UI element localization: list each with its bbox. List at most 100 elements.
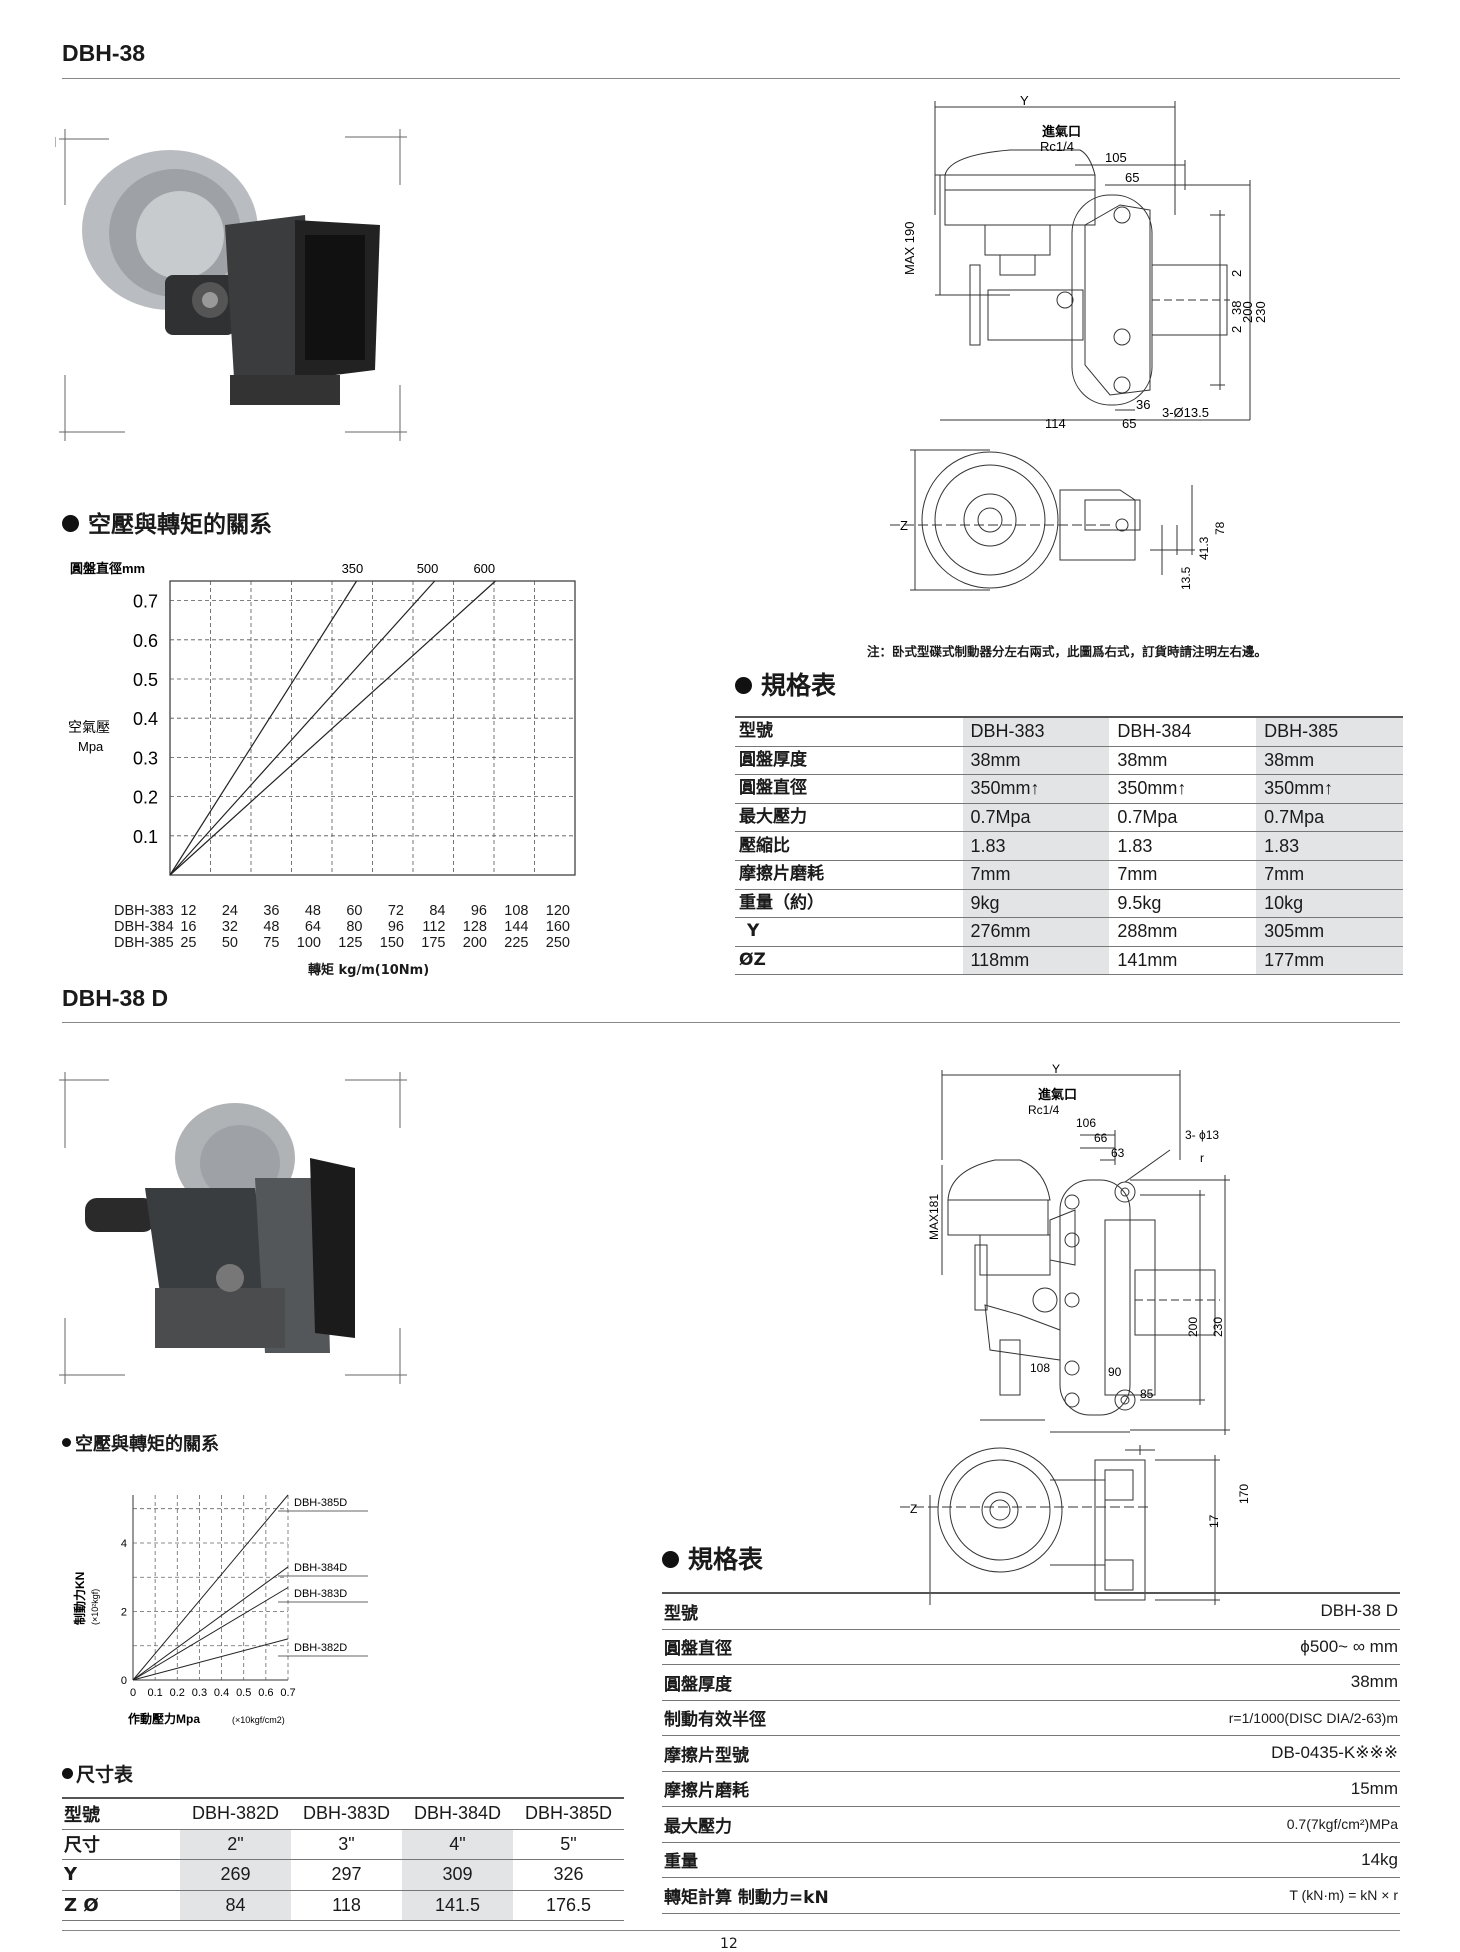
dim-108: 108 bbox=[1030, 1361, 1050, 1375]
section-divider bbox=[62, 78, 1400, 79]
chart2-series-label-DBH-382D: DBH-382D bbox=[294, 1642, 347, 1654]
chart1-xrow-name: DBH-384 bbox=[114, 919, 174, 935]
spec1-cell: DBH-385 bbox=[1256, 715, 1403, 747]
chart1-xtick: 84 bbox=[429, 903, 446, 919]
dim-66: 66 bbox=[1094, 1131, 1108, 1145]
dim-200-2: 200 bbox=[1186, 1317, 1200, 1337]
dim-63: 63 bbox=[1111, 1146, 1125, 1160]
spec2-label: 制動有效半徑 bbox=[662, 1700, 1027, 1736]
chart1-top-label: 圓盤直徑mm bbox=[70, 561, 145, 576]
dim-200: 200 bbox=[1240, 301, 1255, 323]
chart1-ytick: 0.2 bbox=[133, 788, 158, 808]
chart1-series-label-350: 350 bbox=[342, 561, 364, 576]
spec1-cell: 0.7Mpa bbox=[962, 803, 1110, 833]
dim-cell: DBH-383D bbox=[291, 1797, 402, 1830]
chart1-xtick: 32 bbox=[221, 919, 238, 935]
dim-65: 65 bbox=[1125, 170, 1139, 185]
dim-38: 38 bbox=[1229, 301, 1244, 315]
dim-cell: DBH-382D bbox=[180, 1797, 291, 1830]
dim-2b: 2 bbox=[1229, 326, 1244, 333]
technical-drawing-dbh38d: Y 進氣口 Rc1/4 106 66 63 3- ϕ13 r MAX181 20… bbox=[900, 1062, 1251, 1605]
spec1-label: 重量（約） bbox=[735, 889, 963, 919]
spec1-cell: 7mm bbox=[1256, 860, 1403, 890]
chart1-xtick: 50 bbox=[221, 935, 238, 951]
dim-cell: 84 bbox=[180, 1890, 291, 1921]
spec1-label: 圓盤直徑 bbox=[735, 774, 963, 804]
spec1-cell: 118mm bbox=[962, 946, 1110, 976]
spec1-cell: 7mm bbox=[962, 860, 1110, 890]
spec1-cell: 288mm bbox=[1109, 917, 1257, 947]
dim-cell: 4" bbox=[402, 1829, 513, 1860]
chart2-line-DBH-382D bbox=[132, 1638, 289, 1681]
dim-230-2: 230 bbox=[1211, 1317, 1225, 1337]
chart2-ylabel: 制動力KN bbox=[72, 1572, 87, 1625]
spec2-label: 轉矩計算 制動力=kN bbox=[662, 1877, 1027, 1914]
dim-2a: 2 bbox=[1229, 270, 1244, 277]
dim-170: 170 bbox=[1237, 1484, 1251, 1504]
bullet-icon bbox=[735, 676, 752, 694]
chart1-xlabel: 轉矩 kg/m(10Nm) bbox=[308, 963, 430, 978]
spec1-label: 最大壓力 bbox=[735, 803, 963, 833]
spec2-value: r=1/1000(DISC DIA/2-63)m bbox=[1026, 1700, 1400, 1736]
chart1-xtick: 112 bbox=[422, 919, 446, 935]
dim-max190: MAX 190 bbox=[902, 222, 917, 275]
spec-heading-2: 規格表 bbox=[662, 1540, 763, 1576]
chart2-series-label-DBH-384D: DBH-384D bbox=[294, 1562, 347, 1574]
chart1-ylabel-unit: Mpa bbox=[78, 739, 104, 754]
spec2-value: DB-0435-K※※※ bbox=[1026, 1735, 1400, 1772]
spec1-cell: 38mm bbox=[962, 746, 1110, 776]
chart1-xtick: 48 bbox=[263, 919, 280, 935]
chart1-ylabel-main: 空氣壓 bbox=[68, 719, 110, 735]
spec2-value: 14kg bbox=[1026, 1842, 1400, 1878]
dim-label: Y bbox=[62, 1859, 180, 1891]
chart1-xtick: 150 bbox=[379, 935, 404, 951]
spec1-cell: 1.83 bbox=[962, 831, 1110, 861]
chart-heading-2: 空壓與轉矩的關系 bbox=[62, 1430, 219, 1456]
page-number: 12 bbox=[720, 1936, 738, 1952]
chart1-line-600 bbox=[169, 580, 496, 876]
spec2-value: DBH-38 D bbox=[1026, 1592, 1400, 1630]
dim-41-3: 41.3 bbox=[1197, 536, 1211, 560]
chart1-ytick: 0.3 bbox=[133, 748, 158, 768]
chart2-ytick: 0 bbox=[121, 1675, 127, 1687]
technical-drawing-dbh38: Y 進氣口 Rc1/4 105 65 MAX 190 2 38 200 230 … bbox=[890, 95, 1268, 591]
spec2-label: 型號 bbox=[662, 1592, 1027, 1630]
chart1-xrow-name: DBH-383 bbox=[114, 903, 174, 919]
dim-cell: 2" bbox=[180, 1829, 291, 1860]
chart2-ylabel-unit: (×10²kgf) bbox=[90, 1589, 100, 1625]
chart2-xtick: 0.4 bbox=[214, 1687, 229, 1699]
spec2-label: 圓盤厚度 bbox=[662, 1664, 1027, 1701]
chart1-xtick: 144 bbox=[504, 919, 529, 935]
spec2-label: 重量 bbox=[662, 1842, 1027, 1878]
inlet-label: 進氣口 bbox=[1042, 124, 1081, 139]
spec1-cell: 0.7Mpa bbox=[1109, 803, 1257, 833]
chart2-xtick: 0 bbox=[130, 1687, 136, 1699]
chart1-xtick: 225 bbox=[504, 935, 529, 951]
spec1-cell: 9.5kg bbox=[1109, 889, 1257, 919]
spec1-cell: 38mm bbox=[1256, 746, 1403, 776]
section-title-dbh38d: DBH-38 D bbox=[62, 985, 169, 1011]
inlet-thread-label: Rc1/4 bbox=[1040, 139, 1074, 154]
dim-Z-label-2: Z bbox=[910, 1502, 917, 1516]
spec1-cell: DBH-383 bbox=[962, 715, 1110, 747]
chart1-xtick: 75 bbox=[263, 935, 280, 951]
dim-85: 85 bbox=[1140, 1387, 1154, 1401]
dim-cell: 5" bbox=[513, 1829, 624, 1860]
spec2-value: 38mm bbox=[1026, 1664, 1400, 1701]
chart1-ytick: 0.4 bbox=[133, 709, 158, 729]
